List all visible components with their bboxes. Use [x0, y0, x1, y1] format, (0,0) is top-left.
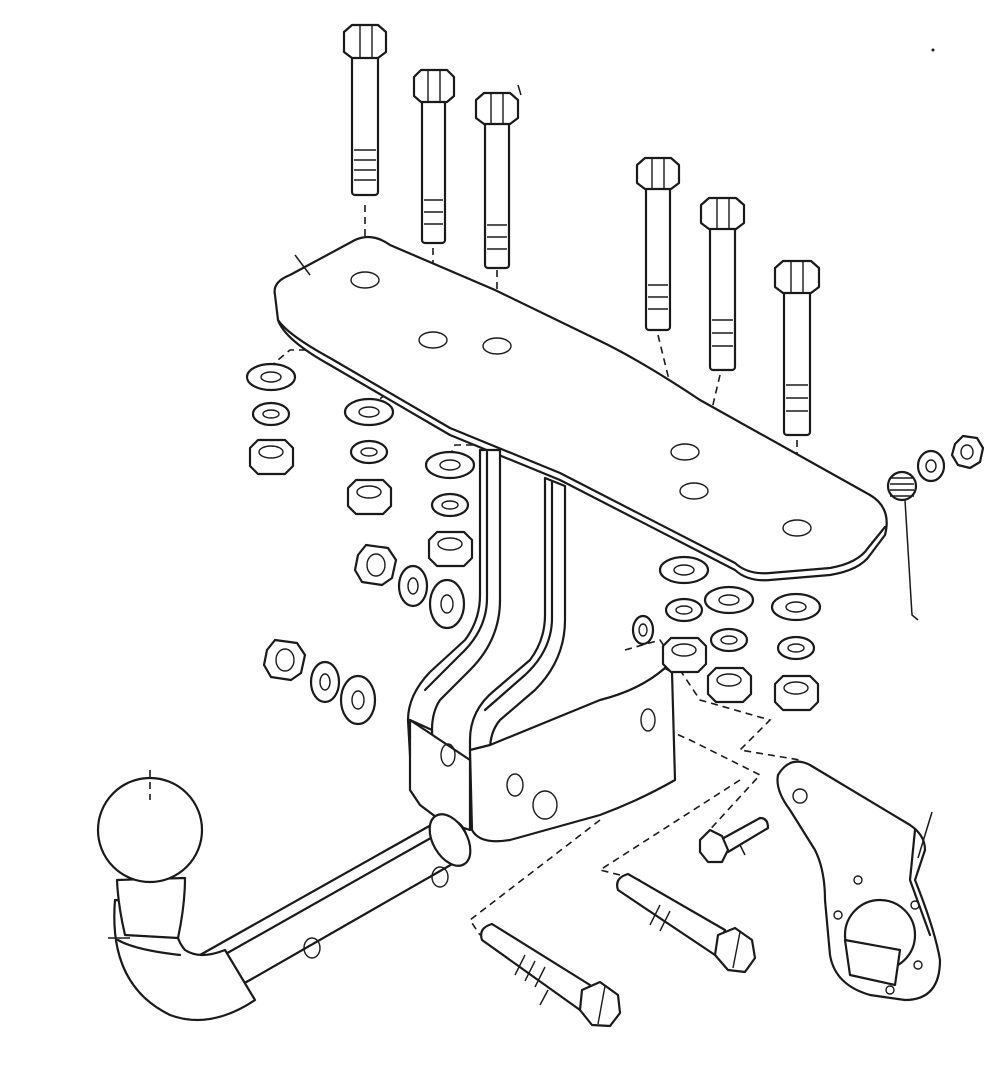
nut-stack-4 — [658, 555, 710, 674]
bolt-4 — [635, 156, 681, 332]
mounting-plate — [273, 235, 888, 582]
nut-stack-1 — [245, 362, 297, 476]
side-bolt-middle — [616, 872, 757, 974]
nut-stack-5 — [703, 585, 755, 704]
small-washer — [631, 614, 655, 646]
electrical-socket-plate — [776, 760, 942, 1002]
side-nut-stack-lower — [262, 638, 377, 726]
bolt-6 — [773, 259, 821, 437]
leader-mark — [517, 84, 522, 96]
right-nut-stacks — [631, 555, 822, 712]
side-nut-stack-upper — [353, 543, 466, 630]
tow-ball-arm — [96, 770, 472, 1022]
nut-stack-3 — [424, 450, 476, 568]
left-nut-stacks — [245, 362, 476, 568]
side-bolt-long — [480, 922, 622, 1028]
stray-dot — [931, 48, 935, 52]
spring-nut-assembly — [886, 434, 985, 621]
side-bolt-short — [698, 816, 770, 864]
bolt-3 — [474, 91, 520, 270]
bolt-2 — [412, 68, 456, 245]
nut-stack-6 — [770, 592, 822, 712]
top-bolt-group — [342, 23, 821, 437]
bolt-1 — [342, 23, 388, 197]
nut-stack-2 — [343, 397, 395, 516]
bolt-5 — [699, 196, 746, 372]
